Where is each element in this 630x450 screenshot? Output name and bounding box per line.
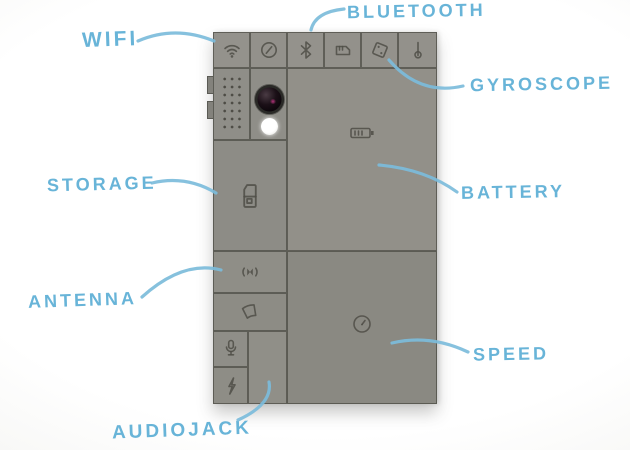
module-wifi (213, 32, 250, 68)
module-bluetooth (287, 32, 324, 68)
module-speaker-grille (213, 68, 250, 140)
speedometer-icon (353, 314, 371, 333)
gyroscope-icon (371, 42, 388, 58)
phone-back (207, 32, 437, 404)
connector-wifi (136, 31, 216, 43)
battery-icon (350, 127, 374, 138)
label-antenna: ANTENNA (27, 288, 138, 312)
module-thermometer (398, 32, 437, 68)
module-gyroscope (361, 32, 398, 68)
module-charger (213, 367, 248, 404)
label-gyroscope: GYROSCOPE (469, 72, 614, 96)
connector-storage (150, 178, 218, 195)
paper-icon (241, 304, 257, 319)
speaker-grille (219, 73, 244, 133)
label-bluetooth: BLUETOOTH (346, 0, 486, 23)
module-battery (287, 68, 437, 251)
module-microphone (213, 331, 248, 367)
label-speed: SPEED (472, 343, 550, 365)
label-battery: BATTERY (460, 181, 566, 203)
module-speed (287, 251, 437, 404)
label-storage: STORAGE (46, 172, 157, 196)
connector-antenna (140, 266, 223, 299)
module-antenna (213, 251, 287, 293)
camera-flash (261, 118, 278, 135)
module-camera (250, 68, 287, 140)
module-no-signal (250, 32, 287, 68)
label-audiojack: AUDIOJACK (111, 417, 253, 444)
bluetooth-icon (300, 41, 311, 59)
lightning-icon (227, 376, 236, 395)
module-audiojack (248, 331, 287, 404)
camera-lens (255, 85, 284, 114)
microphone-icon (225, 339, 236, 356)
module-storage (213, 140, 287, 251)
module-paper (213, 293, 287, 331)
label-wifi: WIFI (81, 27, 139, 52)
module-sd-card (324, 32, 361, 68)
antenna-icon (242, 267, 258, 277)
wifi-icon (223, 44, 240, 58)
sd-card-icon (335, 45, 350, 56)
storage-card-icon (243, 183, 257, 208)
no-signal-icon (260, 42, 277, 58)
thermometer-icon (413, 41, 422, 59)
connector-bluetooth (309, 7, 346, 32)
